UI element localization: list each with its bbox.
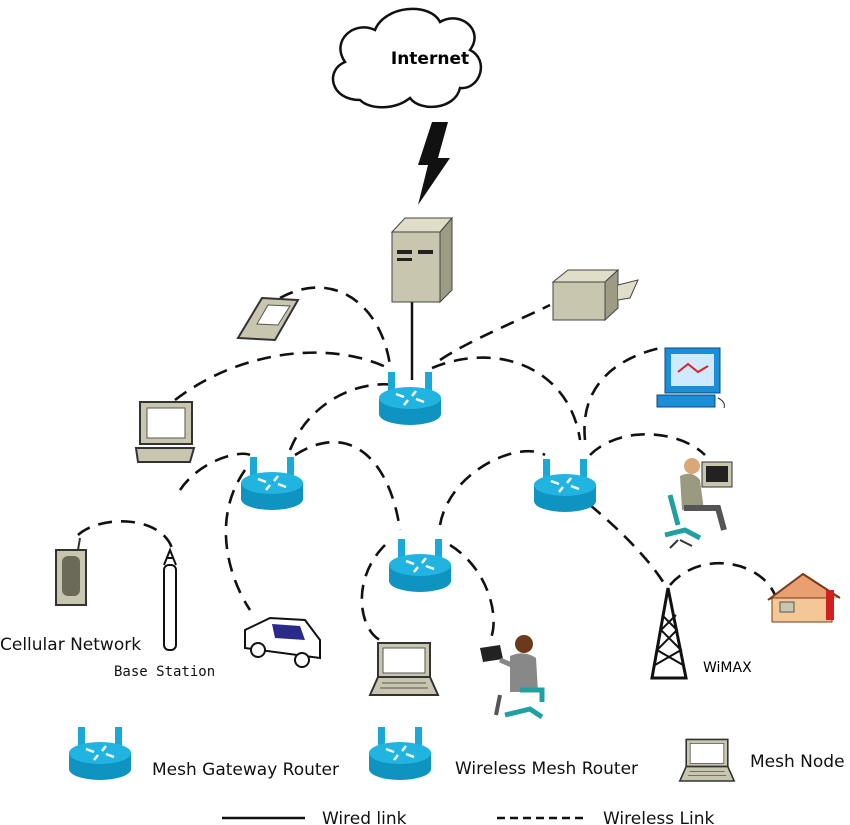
police-car-icon: [244, 616, 321, 668]
internet-label: Internet: [391, 49, 469, 69]
desktop-computer-icon: [656, 347, 725, 409]
legend-mesh-node-label: Mesh Node: [750, 752, 845, 772]
wireless-mesh-router-icon: [532, 457, 598, 514]
legend-wireless-label: Wireless Link: [603, 809, 715, 825]
legend: Mesh Gateway Router Wireless Mesh Router…: [67, 725, 845, 825]
wimax-tower-icon: [650, 587, 688, 680]
lightning-icon: [418, 122, 450, 205]
printer-icon: [551, 268, 639, 322]
base-station-label: Base Station: [114, 664, 215, 680]
legend-gateway-router-icon: [67, 725, 133, 782]
base-station-antenna-icon: [163, 547, 177, 651]
cellphone-icon: [55, 537, 87, 606]
laptop-icon: [369, 642, 439, 696]
legend-wireless-router-label: Wireless Mesh Router: [455, 759, 638, 779]
legend-gateway-router-label: Mesh Gateway Router: [152, 760, 339, 780]
person-with-laptop-icon: [480, 635, 545, 720]
person-at-computer-icon: [664, 458, 733, 549]
house-icon: [767, 572, 841, 623]
crt-computer-icon: [134, 401, 196, 463]
wireless-mesh-router-icon: [239, 455, 305, 512]
wireless-mesh-router-icon: [387, 537, 453, 594]
server-icon: [390, 216, 454, 304]
legend-mesh-node-icon: [678, 738, 736, 782]
cellular-network-label: Cellular Network: [0, 635, 141, 655]
wimax-label: WiMAX: [703, 660, 752, 676]
legend-wired-label: Wired link: [322, 809, 407, 825]
legend-wireless-router-icon: [367, 725, 433, 782]
mesh-gateway-router-icon: [377, 370, 443, 427]
pda-icon: [236, 296, 300, 342]
wireless-links: [77, 286, 777, 642]
internet-cloud: Internet: [331, 7, 482, 109]
